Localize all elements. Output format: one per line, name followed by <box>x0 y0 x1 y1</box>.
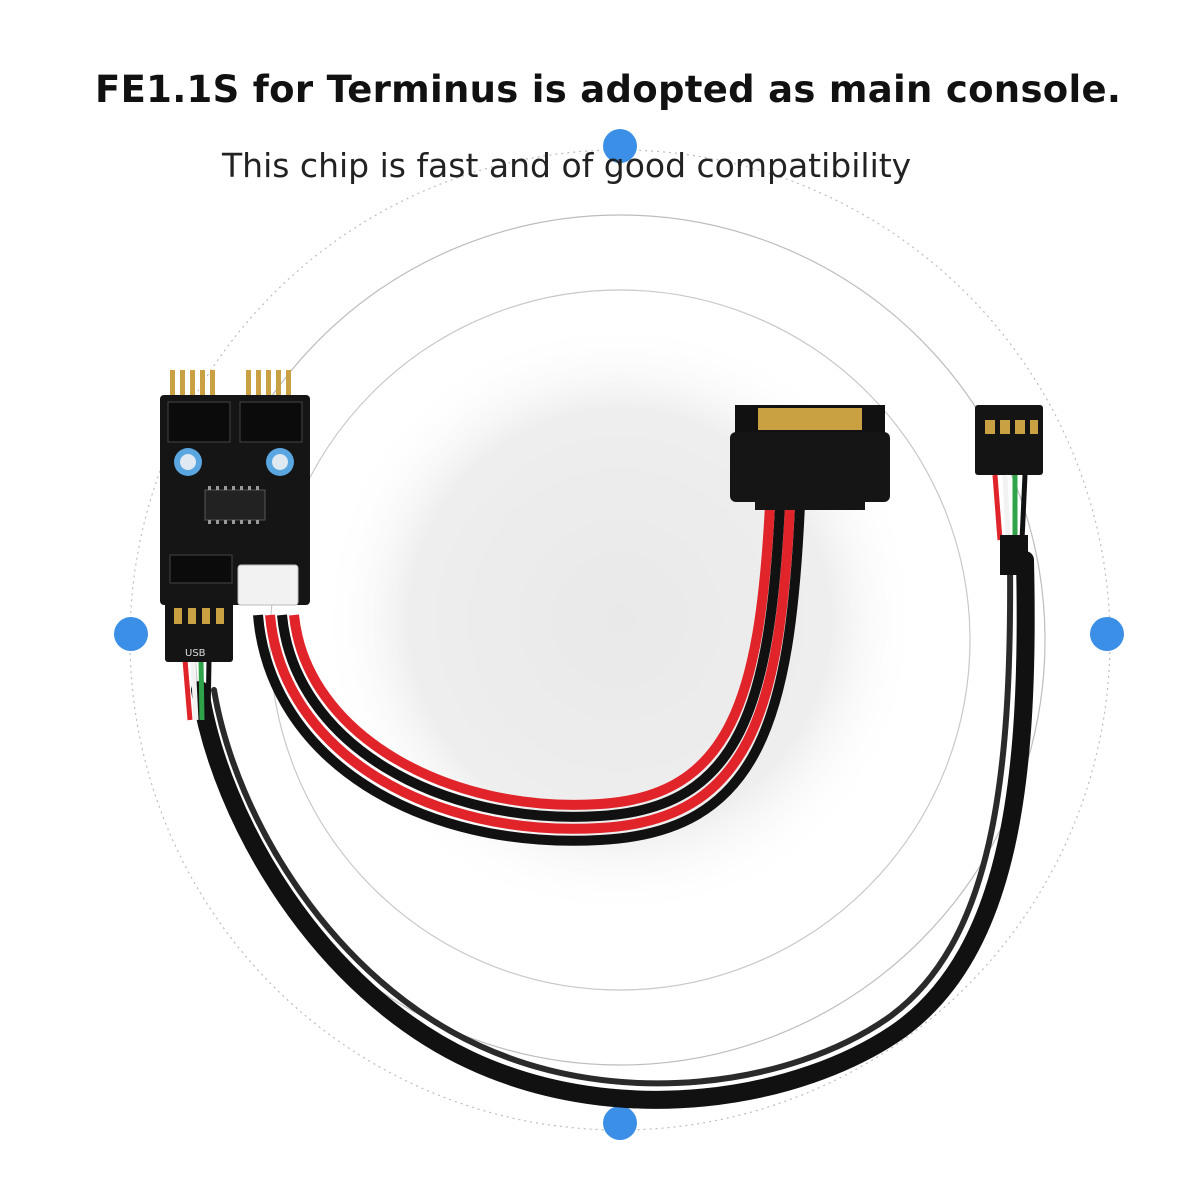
accent-dot-top <box>603 129 637 163</box>
accent-dot-bottom <box>603 1106 637 1140</box>
usb-hub-board: USB <box>160 370 310 662</box>
sata-power-connector <box>730 405 890 510</box>
headline: FE1.1S for Terminus is adopted as main c… <box>95 68 1122 111</box>
subline: This chip is fast and of good compatibil… <box>222 146 912 185</box>
accent-dot-right <box>1090 617 1124 651</box>
usb-header-wires <box>182 659 212 721</box>
top-pin-headers <box>170 370 291 400</box>
power-header <box>237 564 299 606</box>
power-wire-black-2 <box>277 504 785 822</box>
power-wire-black-1 <box>253 504 805 846</box>
board-usb-label: USB <box>185 648 206 659</box>
usb-connector-right <box>975 405 1043 575</box>
power-wire-red-1 <box>265 504 795 834</box>
power-wire-red-2 <box>289 504 775 810</box>
fe11s-chip <box>204 489 266 521</box>
usb-cable <box>191 551 1035 1109</box>
accent-dot-left <box>114 617 148 651</box>
